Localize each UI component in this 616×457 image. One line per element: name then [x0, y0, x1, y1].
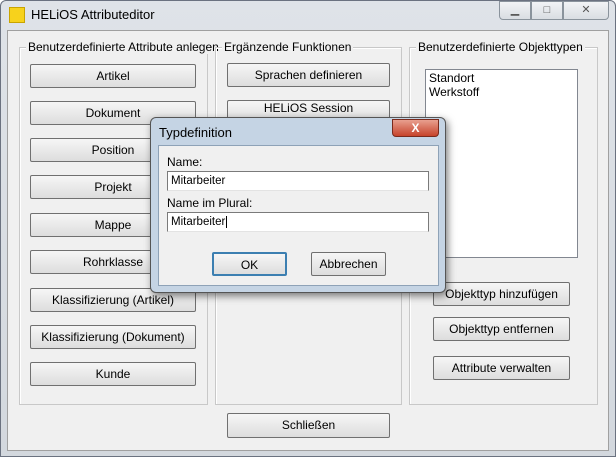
group-attributes: Benutzerdefinierte Attribute anlegen — [19, 40, 221, 405]
dialog-title: Typdefinition — [159, 125, 232, 140]
object-types-list[interactable]: Standort Werkstoff — [425, 69, 578, 258]
app-icon — [9, 7, 25, 23]
window-title: HELiOS Attributeditor — [31, 7, 155, 22]
list-item[interactable]: Werkstoff — [429, 85, 480, 99]
group-attributes-label: Benutzerdefinierte Attribute anlegen — [26, 40, 221, 54]
plural-input-value: Mitarbeiter — [171, 216, 226, 228]
typdefinition-dialog: Typdefinition X Name: Mitarbeiter Name i… — [150, 117, 446, 293]
plural-input[interactable]: Mitarbeiter — [167, 212, 429, 232]
dialog-close-button[interactable]: X — [392, 119, 439, 137]
minimize-button[interactable]: ▁ — [499, 1, 531, 20]
group-object-types-label: Benutzerdefinierte Objekttypen — [416, 40, 585, 54]
attribute-verwalten-button[interactable]: Attribute verwalten — [433, 356, 570, 380]
list-item[interactable]: Standort — [429, 71, 475, 85]
name-label: Name: — [167, 155, 203, 169]
kunde-button[interactable]: Kunde — [30, 362, 196, 386]
sprachen-definieren-button[interactable]: Sprachen definieren — [227, 63, 390, 87]
name-input[interactable]: Mitarbeiter — [167, 171, 429, 191]
maximize-button[interactable]: □ — [531, 1, 563, 20]
group-functions-label: Ergänzende Funktionen — [222, 40, 354, 54]
ok-button[interactable]: OK — [212, 252, 287, 276]
klassifizierung-dokument-button[interactable]: Klassifizierung (Dokument) — [30, 325, 196, 349]
schliessen-button[interactable]: Schließen — [227, 413, 390, 438]
objekttyp-entfernen-button[interactable]: Objekttyp entfernen — [433, 317, 570, 341]
artikel-button[interactable]: Artikel — [30, 64, 196, 88]
close-button[interactable]: ✕ — [563, 1, 609, 20]
text-cursor — [226, 216, 228, 228]
group-object-types: Benutzerdefinierte Objekttypen — [409, 40, 598, 405]
dialog-body: Name: Mitarbeiter Name im Plural: Mitarb… — [158, 145, 439, 286]
objekttyp-hinzufuegen-button[interactable]: Objekttyp hinzufügen — [433, 282, 570, 306]
abbrechen-button[interactable]: Abbrechen — [311, 252, 386, 276]
plural-label: Name im Plural: — [167, 196, 253, 210]
